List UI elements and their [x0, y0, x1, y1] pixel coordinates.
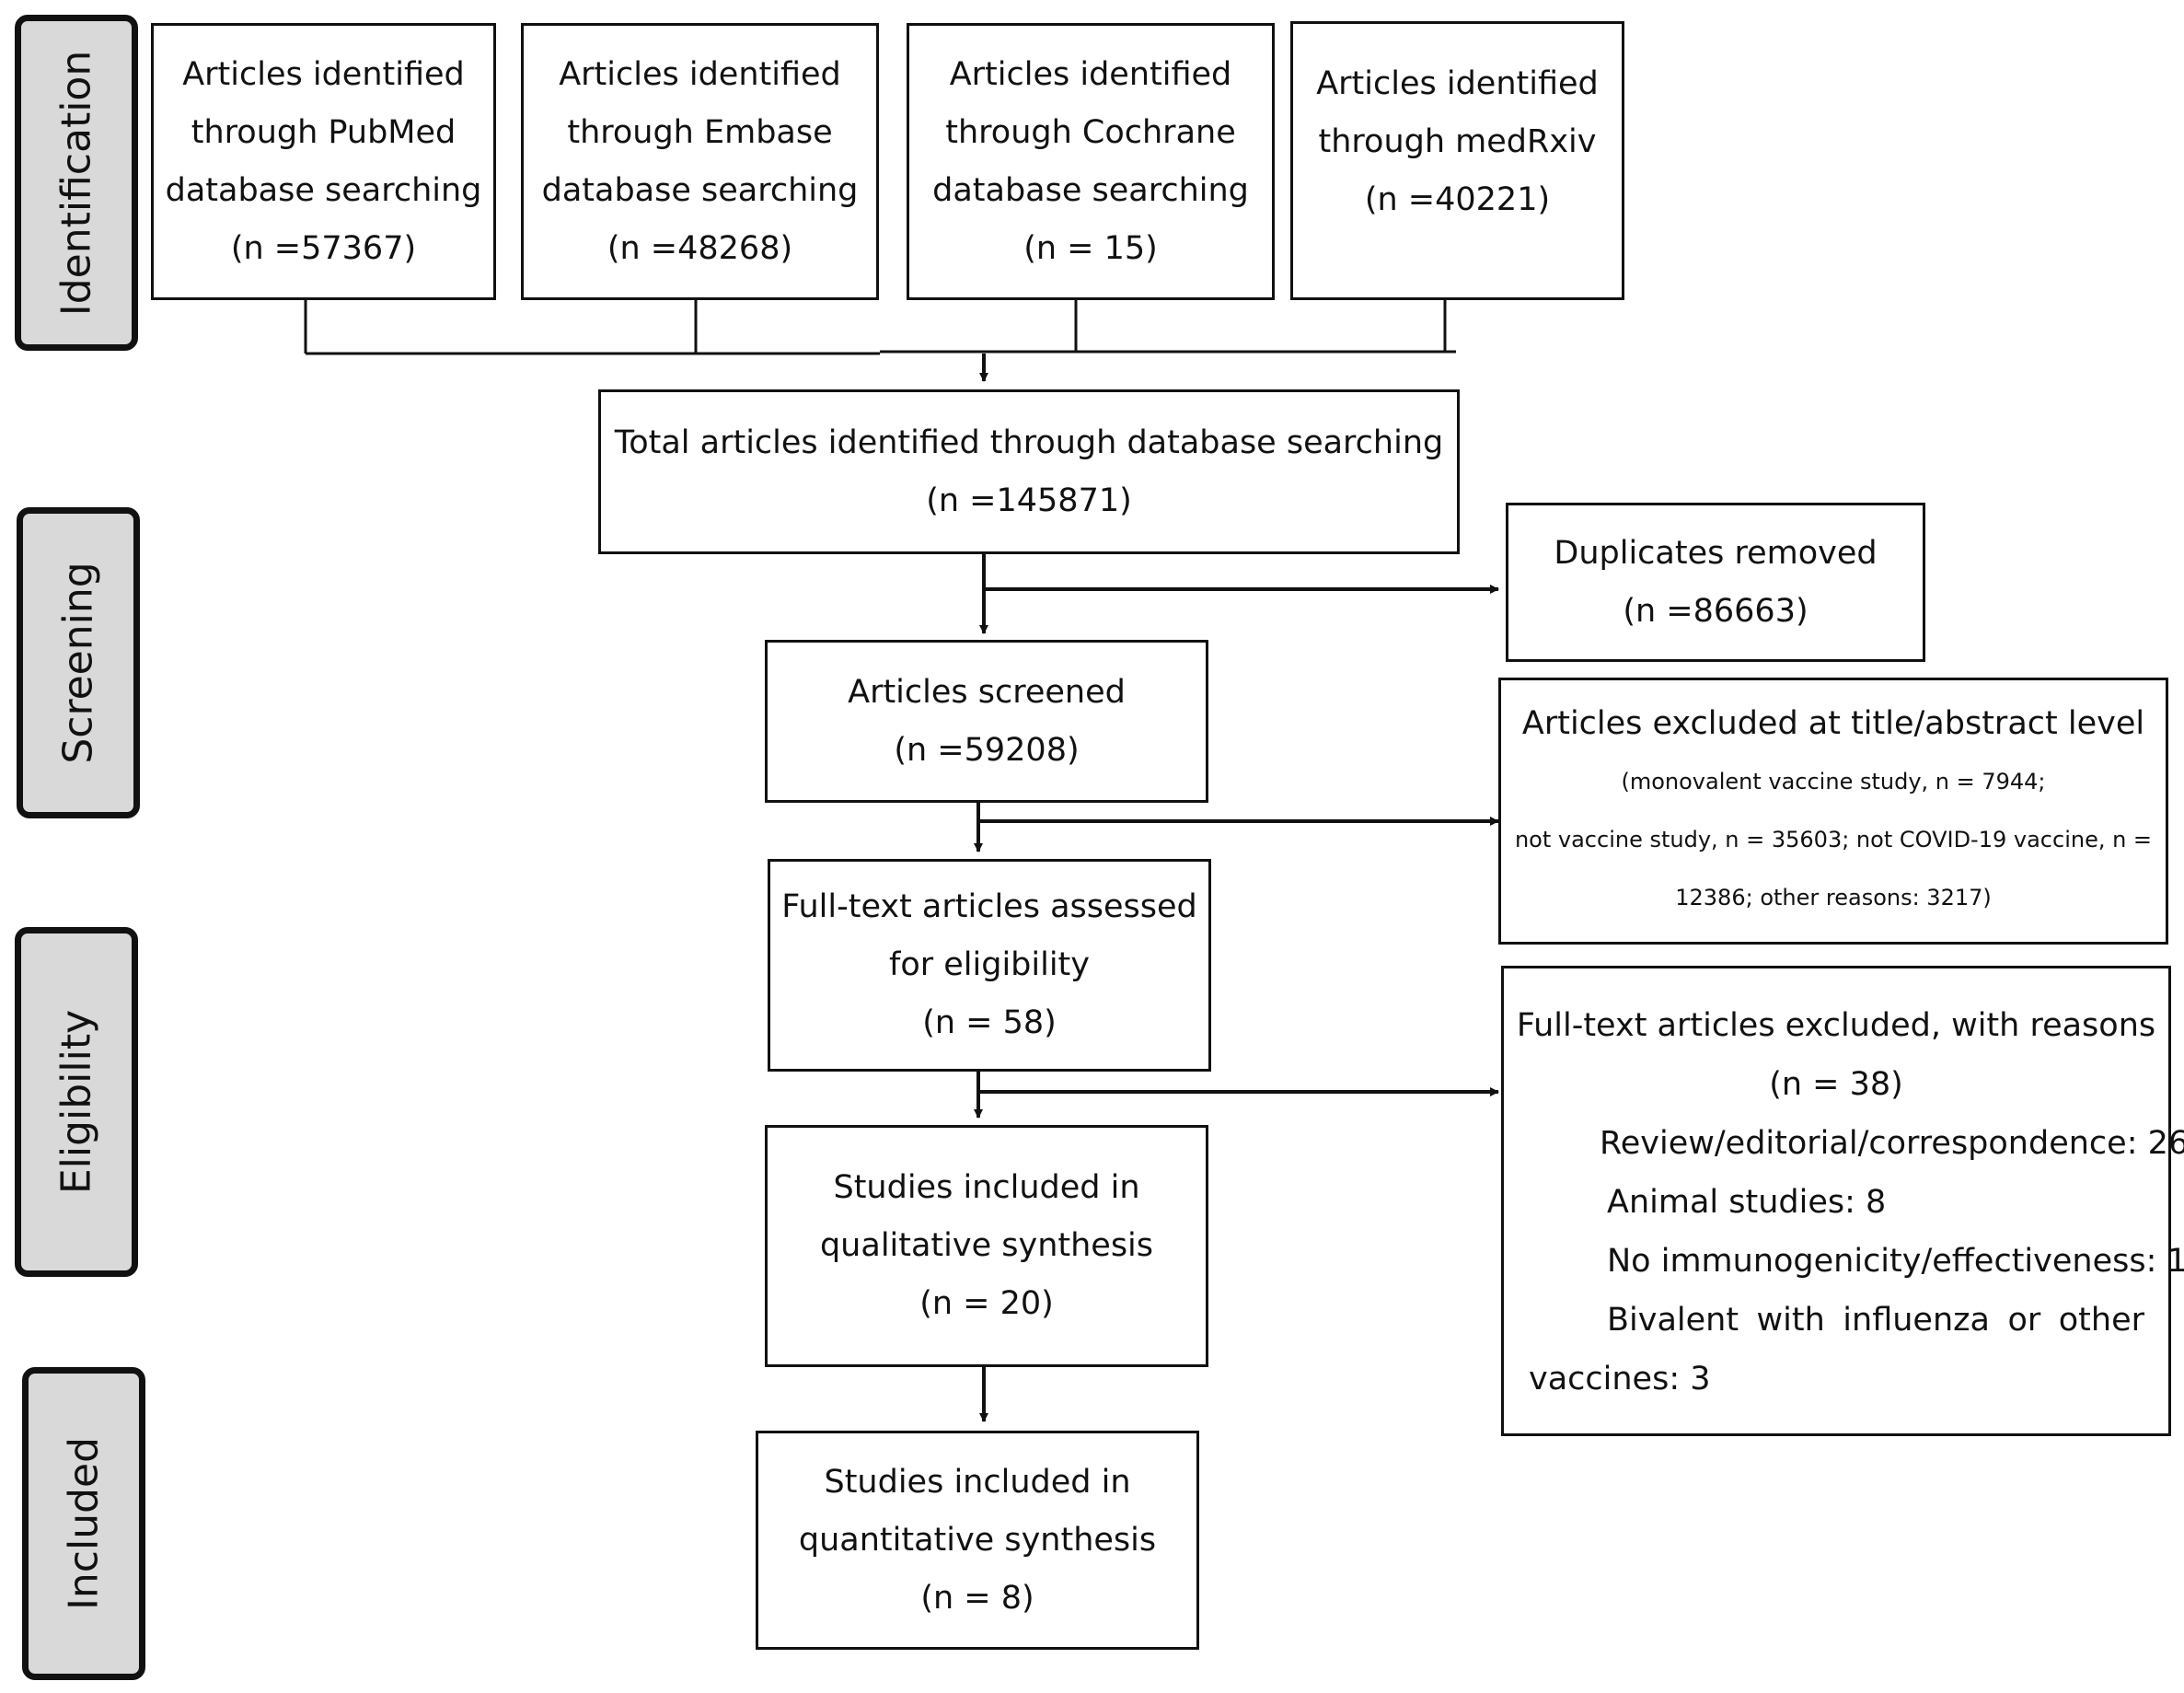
source-embase-line-1: Articles identified	[559, 55, 841, 93]
source-pubmed-line-1: Articles identified	[182, 55, 465, 93]
qualitative-synthesis-box: Studies included in qualitative synthesi…	[765, 1125, 1208, 1367]
fulltext-assessed-box: Full-text articles assessed for eligibil…	[768, 859, 1211, 1072]
source-pubmed-line-3: database searching	[165, 171, 482, 209]
source-box-pubmed: Articles identified through PubMed datab…	[151, 23, 496, 300]
qualitative-line-2: qualitative synthesis	[819, 1227, 1154, 1264]
fulltext-excluded-reason-2: Animal studies: 8	[1607, 1184, 1887, 1221]
stage-screening-text: Screening	[54, 562, 102, 764]
reason-4-word-1: Bivalent	[1607, 1302, 1739, 1339]
quantitative-line-1: Studies included in	[824, 1463, 1131, 1501]
fulltext-excluded-reason-3: No immunogenicity/effectiveness: 1	[1607, 1243, 2184, 1280]
source-medrxiv-line-1: Articles identified	[1316, 65, 1599, 102]
reason-4-word-4: or	[2007, 1302, 2041, 1339]
source-cochrane-line-3: database searching	[932, 171, 1249, 209]
total-identified-box: Total articles identified through databa…	[598, 389, 1460, 554]
fulltext-excluded-reason-1: Review/editorial/correspondence: 26	[1600, 1125, 2184, 1162]
stage-label-included: Included	[22, 1367, 145, 1680]
source-embase-line-3: database searching	[541, 171, 859, 209]
source-cochrane-line-1: Articles identified	[949, 55, 1232, 93]
reason-4-word-3: influenza	[1843, 1302, 1990, 1339]
source-medrxiv-line-2: through medRxiv	[1318, 123, 1597, 160]
total-identified-label: Total articles identified through databa…	[614, 423, 1444, 461]
fulltext-excluded-count: (n = 38)	[1769, 1066, 1903, 1103]
title-abstract-excluded-title: Articles excluded at title/abstract leve…	[1521, 705, 2145, 742]
quantitative-synthesis-box: Studies included in quantitative synthes…	[756, 1431, 1199, 1650]
duplicates-removed-count: (n =86663)	[1623, 592, 1808, 630]
reason-4-word-5: other	[2058, 1302, 2144, 1339]
source-medrxiv-count: (n =40221)	[1364, 181, 1551, 218]
title-abstract-excluded-detail-1: (monovalent vaccine study, n = 7944;	[1621, 769, 2046, 794]
fulltext-assessed-line-2: for eligibility	[889, 946, 1090, 983]
quantitative-count: (n = 8)	[920, 1579, 1034, 1617]
fulltext-assessed-count: (n = 58)	[922, 1004, 1057, 1041]
quantitative-line-2: quantitative synthesis	[798, 1521, 1157, 1559]
articles-screened-label: Articles screened	[848, 673, 1126, 711]
fulltext-excluded-title: Full-text articles excluded, with reason…	[1516, 1007, 2156, 1044]
stage-identification-text: Identification	[52, 50, 100, 316]
stage-included-text: Included	[60, 1436, 108, 1611]
source-box-embase: Articles identified through Embase datab…	[521, 23, 879, 300]
duplicates-removed-label: Duplicates removed	[1554, 534, 1878, 572]
articles-screened-count: (n =59208)	[894, 731, 1080, 769]
fulltext-assessed-line-1: Full-text articles assessed	[781, 888, 1197, 925]
stage-label-screening: Screening	[17, 507, 140, 818]
source-cochrane-line-2: through Cochrane	[945, 113, 1236, 151]
fulltext-excluded-reason-4-continuation: vaccines: 3	[1529, 1361, 1711, 1397]
stage-label-identification: Identification	[15, 15, 138, 351]
fulltext-excluded-box: Full-text articles excluded, with reason…	[1501, 966, 2184, 1436]
stage-label-eligibility: Eligibility	[15, 927, 138, 1277]
title-abstract-excluded-detail-2: not vaccine study, n = 35603; not COVID-…	[1514, 827, 2153, 852]
fulltext-excluded-reason-4: Bivalent with influenza or other	[1607, 1292, 2144, 1350]
reason-4-word-2: with	[1756, 1302, 1825, 1339]
qualitative-line-1: Studies included in	[833, 1169, 1140, 1206]
duplicates-removed-box: Duplicates removed (n =86663)	[1506, 503, 1925, 662]
qualitative-count: (n = 20)	[919, 1285, 1054, 1322]
source-embase-count: (n =48268)	[607, 229, 793, 267]
source-box-medrxiv: Articles identified through medRxiv (n =…	[1290, 21, 1624, 300]
title-abstract-excluded-detail-3: 12386; other reasons: 3217)	[1675, 885, 1992, 910]
source-cochrane-count: (n = 15)	[1023, 229, 1158, 267]
title-abstract-excluded-box: Articles excluded at title/abstract leve…	[1498, 678, 2168, 945]
stage-eligibility-text: Eligibility	[52, 1009, 100, 1195]
total-identified-count: (n =145871)	[926, 481, 1132, 519]
source-embase-line-2: through Embase	[567, 113, 833, 151]
source-box-cochrane: Articles identified through Cochrane dat…	[907, 23, 1275, 300]
source-pubmed-count: (n =57367)	[230, 229, 417, 267]
articles-screened-box: Articles screened (n =59208)	[765, 640, 1208, 803]
source-pubmed-line-2: through PubMed	[191, 113, 456, 151]
